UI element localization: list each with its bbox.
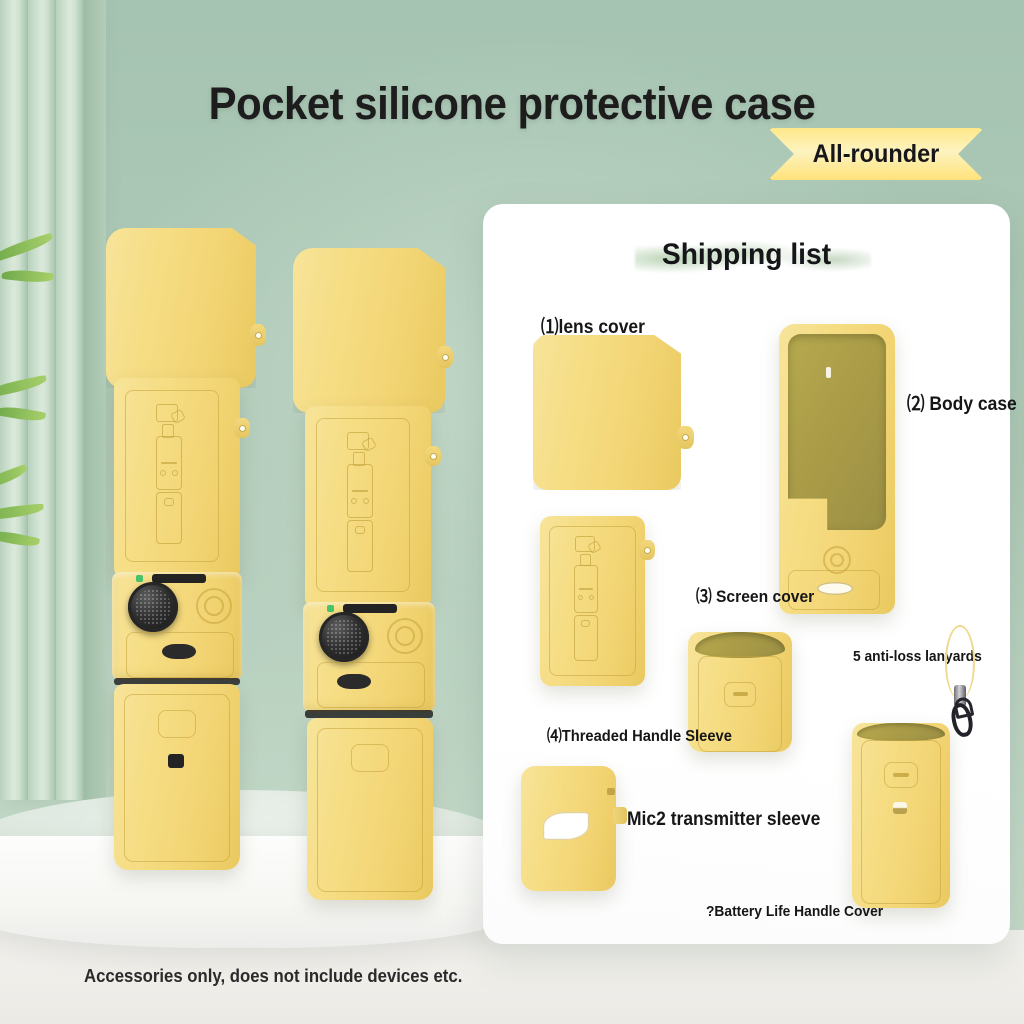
- item-mic2-sleeve-nub: [613, 807, 627, 824]
- hero-right-lens-ring-inner: [395, 626, 415, 646]
- lobster-clasp-icon: [948, 701, 976, 739]
- hero-left-battery-handle: [114, 684, 240, 870]
- hero-right-seam: [305, 710, 433, 718]
- label-mic2-transmitter-sleeve: Mic2 transmitter sleeve: [627, 809, 821, 830]
- hero-unit-left: [100, 228, 280, 870]
- hero-right-lanyard-tab: [437, 346, 453, 368]
- hero-left-lanyard-tab: [250, 324, 266, 346]
- hero-right-screen-panel-emboss: [316, 418, 410, 592]
- item-lens-cover: [533, 335, 681, 490]
- hero-left-screen-lanyard-tab: [234, 418, 250, 438]
- hero-right-handle-emboss: [317, 728, 423, 892]
- shipping-list-card: Shipping list ⑴lens cover ⑵ Body case ⑶ …: [483, 204, 1017, 944]
- ribbon-shape: [768, 128, 984, 180]
- item-body-case-lens-ring-inner: [830, 553, 844, 567]
- item-battery-handle-cover-button-slot: [893, 773, 909, 777]
- hero-right-top-slot: [343, 604, 397, 613]
- label-screen-cover: ⑶ Screen cover: [696, 587, 815, 606]
- label-lens-cover: ⑴lens cover: [541, 317, 645, 338]
- hero-right-speaker-grille: [337, 674, 371, 689]
- item-threaded-handle-sleeve-emboss: [698, 656, 782, 752]
- page-title: Pocket silicone protective case: [208, 78, 816, 129]
- hero-left-handle-emboss: [124, 694, 230, 862]
- podium-body: [0, 836, 520, 948]
- item-threaded-handle-sleeve-button: [724, 682, 756, 707]
- led-indicator-icon: [136, 575, 143, 582]
- gimbal-camera-outline-icon: [343, 432, 389, 580]
- gimbal-camera-outline-icon: [571, 536, 615, 668]
- item-screen-cover-lanyard-tab: [639, 540, 655, 560]
- item-body-case-indicator: [826, 367, 831, 378]
- hero-unit-right: [285, 248, 475, 900]
- hero-left-top-slot: [152, 574, 206, 583]
- gimbal-camera-outline-icon: [152, 404, 198, 550]
- item-body-case-bottom-emboss: [788, 570, 880, 610]
- item-battery-handle-cover-interior: [857, 723, 945, 741]
- hero-left-speaker-grille: [162, 644, 196, 659]
- item-battery-handle-cover-button: [884, 762, 918, 788]
- item-threaded-handle-sleeve-interior: [695, 632, 785, 658]
- item-lens-cover-lanyard-tab: [677, 426, 694, 449]
- hero-left-usb-port: [168, 754, 184, 768]
- all-rounder-badge: All-rounder: [768, 128, 984, 180]
- label-threaded-handle-sleeve: ⑷Threaded Handle Sleeve: [547, 728, 732, 745]
- item-screen-cover: [540, 516, 645, 686]
- hero-right-lens-cover: [293, 248, 445, 413]
- all-rounder-label: All-rounder: [812, 139, 940, 168]
- item-threaded-handle-sleeve-slot: [733, 692, 748, 696]
- item-mic2-sleeve-side-slot: [607, 788, 615, 795]
- item-battery-handle-cover-usb-port: [893, 802, 907, 814]
- disclaimer-text: Accessories only, does not include devic…: [84, 966, 463, 986]
- hero-left-lower-emboss: [126, 632, 234, 678]
- brushstroke-highlight: [635, 240, 871, 274]
- microphone-mesh-icon: [319, 612, 369, 662]
- led-indicator-icon: [327, 605, 334, 612]
- item-battery-life-handle-cover: [852, 723, 950, 908]
- hero-right-lower-emboss: [317, 662, 425, 708]
- item-body-case-grille: [817, 582, 853, 595]
- anti-loss-lanyard: [928, 625, 994, 740]
- hero-left-lens-ring: [196, 588, 232, 624]
- hero-right-screen-lanyard-tab: [425, 446, 441, 466]
- hero-left-lens-cover: [106, 228, 256, 388]
- item-body-case-cutout: [788, 334, 886, 530]
- fluted-wall-panel: [0, 0, 106, 800]
- shipping-list-heading: Shipping list: [661, 238, 832, 271]
- item-screen-cover-emboss: [549, 526, 636, 676]
- lanyard-cord: [945, 625, 975, 699]
- item-body-case-lens-ring: [823, 546, 851, 574]
- microphone-mesh-icon: [128, 582, 178, 632]
- hero-right-battery-handle: [307, 718, 433, 900]
- label-battery-life-handle-cover: ?Battery Life Handle Cover: [706, 903, 884, 920]
- hero-left-handle-button: [158, 710, 196, 738]
- item-mic2-sleeve-cutout: [543, 812, 589, 840]
- hero-right-lens-ring: [387, 618, 423, 654]
- item-battery-handle-cover-emboss: [861, 740, 941, 904]
- label-body-case: ⑵ Body case: [907, 394, 1017, 415]
- hero-left-lens-ring-inner: [204, 596, 224, 616]
- hero-left-seam: [114, 678, 240, 685]
- hero-left-screen-panel-emboss: [125, 390, 219, 562]
- hero-right-handle-button: [351, 744, 389, 772]
